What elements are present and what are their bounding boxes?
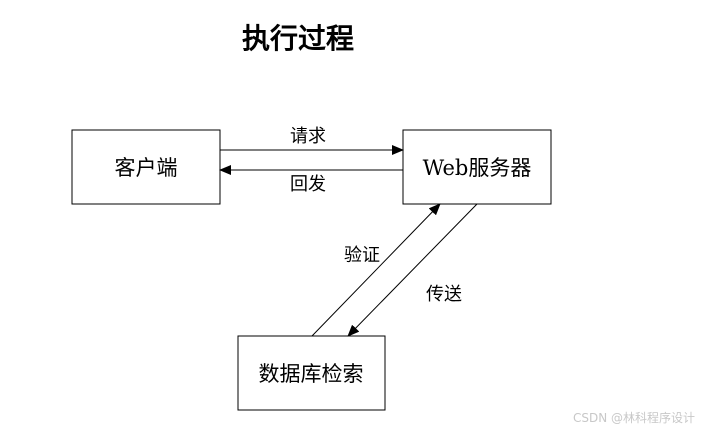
watermark: CSDN @林科程序设计 — [573, 410, 695, 425]
edge-verify-label: 验证 — [344, 245, 380, 266]
edge-response-label: 回发 — [290, 174, 326, 195]
node-database: 数据库检索 — [237, 335, 386, 411]
edge-request-label: 请求 — [290, 126, 326, 147]
node-client-label: 客户端 — [115, 156, 178, 180]
node-web-server-label: Web服务器 — [423, 156, 532, 180]
node-web-server: Web服务器 — [402, 129, 552, 205]
node-database-label: 数据库检索 — [259, 362, 364, 386]
node-client: 客户端 — [71, 129, 221, 205]
edge-transfer-label: 传送 — [426, 284, 462, 305]
edge-verify-arrow — [311, 203, 441, 337]
edge-transfer-arrow — [347, 203, 478, 337]
diagram-title: 执行过程 — [242, 22, 354, 55]
